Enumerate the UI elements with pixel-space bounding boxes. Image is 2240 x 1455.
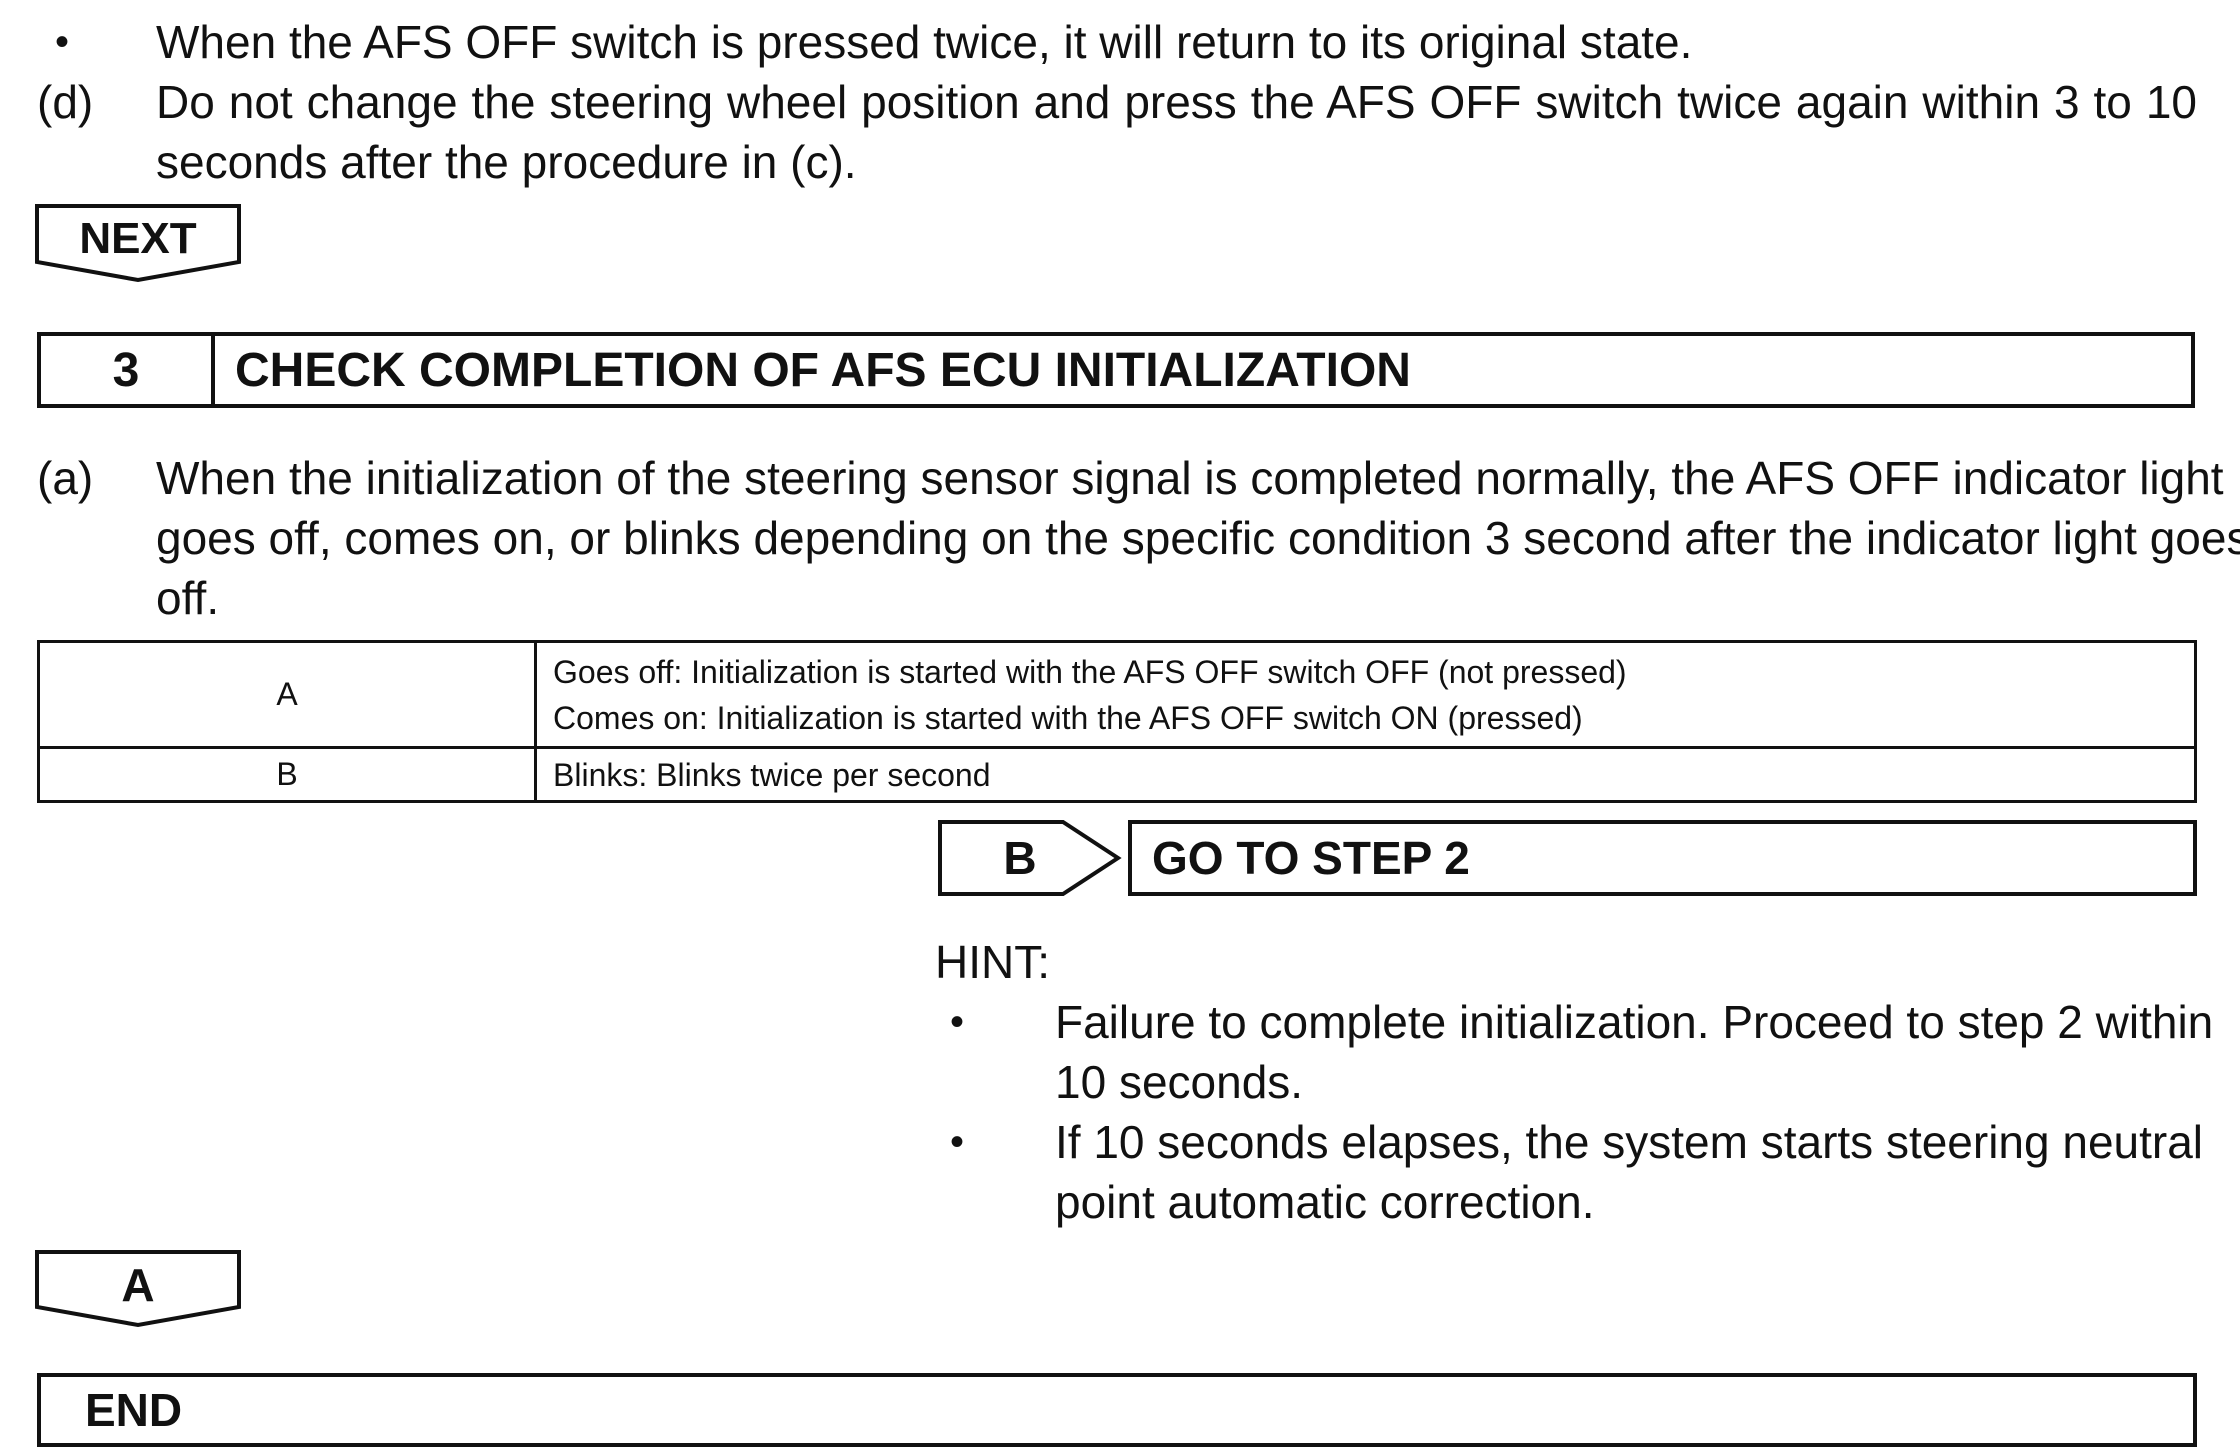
next-tag-label: NEXT [79, 214, 197, 263]
intro-bullet-text: When the AFS OFF switch is pressed twice… [156, 16, 1693, 68]
table-row: B Blinks: Blinks twice per second [37, 746, 2197, 803]
hint-item-1-line1: Failure to complete initialization. Proc… [1055, 996, 2214, 1048]
step-number: 3 [41, 336, 215, 404]
item-d-marker: (d) [37, 76, 94, 128]
condition-line: Comes on: Initialization is started with… [553, 699, 1583, 736]
branch-tag-label: B [1003, 832, 1037, 884]
item-a-marker: (a) [37, 452, 94, 504]
bullet-dot: • [55, 20, 70, 64]
item-a-line2: goes off, comes on, or blinks depending … [156, 512, 2240, 564]
step-header: 3 CHECK COMPLETION OF AFS ECU INITIALIZA… [37, 332, 2195, 408]
bullet-dot: • [950, 1000, 965, 1044]
end-box: END [37, 1373, 2197, 1447]
hint-label: HINT: [935, 936, 1050, 988]
condition-line: Blinks: Blinks twice per second [553, 756, 991, 793]
condition-description: Blinks: Blinks twice per second [534, 746, 2197, 803]
table-row: A Goes off: Initialization is started wi… [37, 640, 2197, 749]
condition-line: Goes off: Initialization is started with… [553, 653, 1627, 690]
item-d-line1: Do not change the steering wheel positio… [156, 76, 2197, 128]
condition-table: A Goes off: Initialization is started wi… [37, 640, 2197, 803]
hint-item-2-line2: point automatic correction. [1055, 1176, 1595, 1228]
item-a-line3: off. [156, 572, 220, 624]
goto-step-box: GO TO STEP 2 [1128, 820, 2197, 896]
hint-item-2-line1: If 10 seconds elapses, the system starts… [1055, 1116, 2204, 1168]
result-tag-label: A [121, 1259, 155, 1311]
condition-code: A [37, 640, 537, 749]
condition-description: Goes off: Initialization is started with… [534, 640, 2197, 749]
item-d-line2: seconds after the procedure in (c). [156, 136, 857, 188]
hint-item-1-line2: 10 seconds. [1055, 1056, 1304, 1108]
bullet-dot: • [950, 1120, 965, 1164]
item-a-line1: When the initialization of the steering … [156, 452, 2224, 504]
step-title: CHECK COMPLETION OF AFS ECU INITIALIZATI… [235, 343, 1411, 397]
condition-code: B [37, 746, 537, 803]
